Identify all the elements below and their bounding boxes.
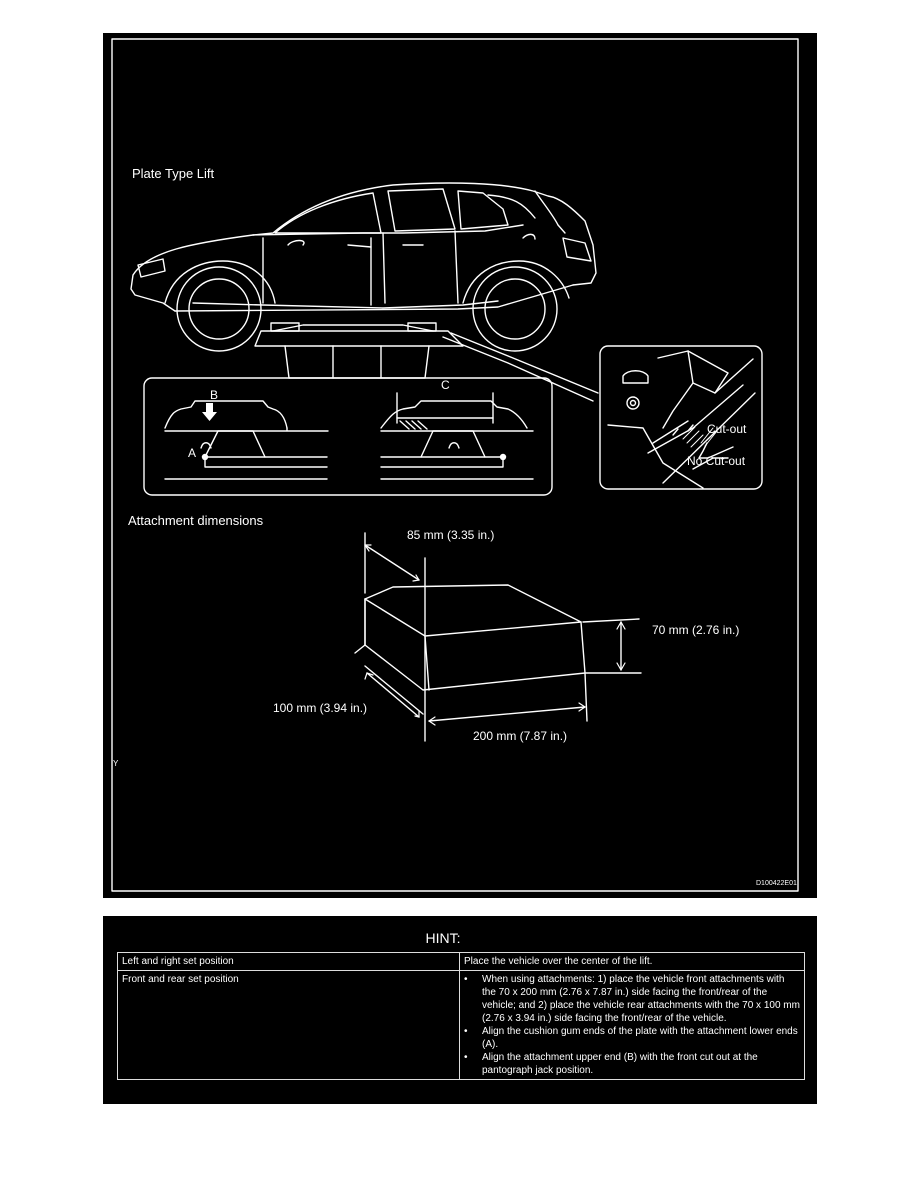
figure-frame <box>111 38 799 892</box>
car-illustration <box>130 182 597 352</box>
arrow-b-icon <box>202 403 217 421</box>
table-cell-label: Left and right set position <box>117 952 460 971</box>
list-item: Align the attachment upper end (B) with … <box>464 1051 800 1077</box>
attachment-block <box>354 532 642 742</box>
callout-b-label: B <box>210 388 219 402</box>
marker-y: Y <box>113 759 119 768</box>
table-cell-value: When using attachments: 1) place the veh… <box>459 970 805 1080</box>
list-item: Align the cushion gum ends of the plate … <box>464 1025 800 1051</box>
lift-illustration <box>111 38 799 892</box>
dim-85-label: 85 mm (3.35 in.) <box>407 528 495 542</box>
figure-panel: Plate Type Lift B A C Cut-out No Cut-out… <box>103 33 817 898</box>
table-cell-value: Place the vehicle over the center of the… <box>459 952 805 971</box>
callout-a-label: A <box>188 446 197 460</box>
table-row: Left and right set position Place the ve… <box>117 952 805 971</box>
dim-200-label: 200 mm (7.87 in.) <box>473 729 568 743</box>
dim-70-label: 70 mm (2.76 in.) <box>652 623 740 637</box>
figure-title: Plate Type Lift <box>132 166 215 181</box>
figure-code: D100422E01 <box>756 880 797 887</box>
table-cell-label: Front and rear set position <box>117 970 460 1080</box>
bullet-list: When using attachments: 1) place the veh… <box>464 973 800 1077</box>
table-row: Front and rear set position When using a… <box>117 970 805 1080</box>
dim-100-label: 100 mm (3.94 in.) <box>273 701 368 715</box>
callout-c-label: C <box>441 378 450 392</box>
point-a-marker-right <box>499 453 507 461</box>
hint-table: Left and right set position Place the ve… <box>117 952 805 1080</box>
cut-out-label: Cut-out <box>707 422 747 436</box>
cutout-detail-box <box>599 345 763 490</box>
detail-box-a-b-c <box>143 377 553 496</box>
point-a-marker <box>201 453 209 461</box>
no-cut-out-label: No Cut-out <box>687 454 746 468</box>
attachment-dimensions-title: Attachment dimensions <box>128 513 264 528</box>
hint-title: HINT: <box>425 930 461 946</box>
plate-lift <box>254 322 599 402</box>
list-item: When using attachments: 1) place the veh… <box>464 973 800 1025</box>
hint-panel: HINT: Left and right set position Place … <box>103 916 817 1104</box>
